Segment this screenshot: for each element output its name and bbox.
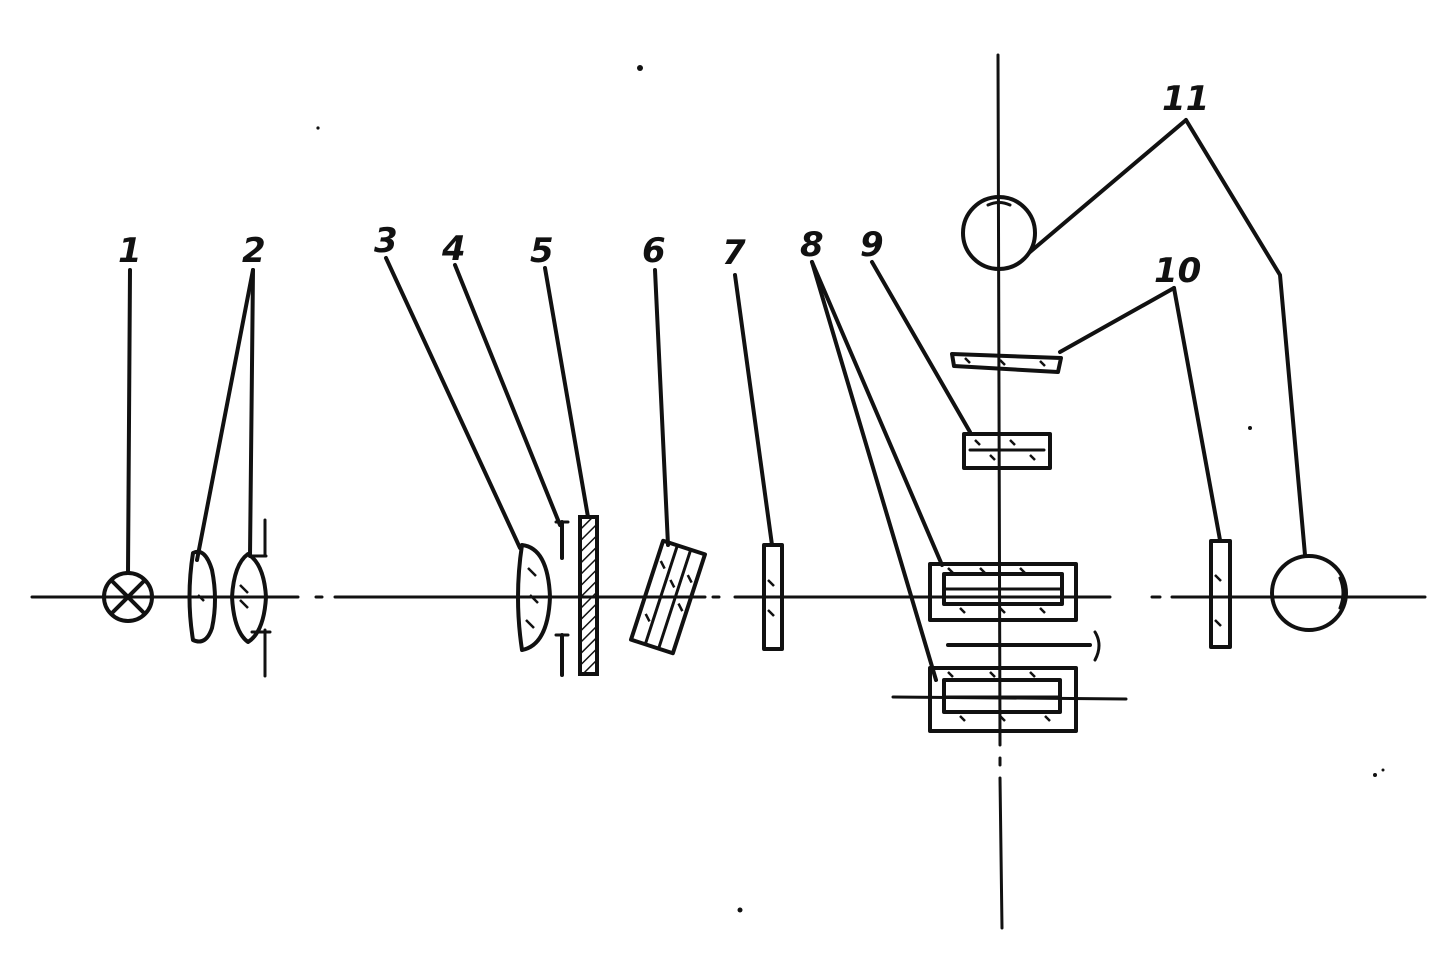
label-6: 6 — [642, 231, 666, 271]
condenser-lenses — [187, 518, 272, 678]
filter-plate-right — [1209, 539, 1232, 649]
label-10: 10 — [1154, 251, 1201, 291]
filter-plate-upper — [950, 352, 1063, 374]
shift-arrow — [946, 630, 1101, 662]
label-8: 8 — [800, 225, 824, 265]
detector-right-icon — [1270, 554, 1348, 632]
tilted-plate-6 — [629, 538, 707, 656]
prism-cell-upper — [928, 562, 1078, 622]
label-5: 5 — [530, 231, 554, 271]
leader-lines — [126, 118, 1307, 682]
label-9: 9 — [860, 225, 884, 265]
paper-specks — [316, 65, 1385, 913]
hatched-plate-5 — [578, 515, 599, 676]
lens-3 — [516, 543, 552, 652]
vertical-axis — [996, 53, 1004, 930]
small-cell-9 — [962, 432, 1052, 470]
prism-cell-lower — [891, 666, 1128, 733]
number-labels: 1 2 3 4 5 6 7 8 9 10 11 — [118, 79, 1209, 291]
label-3: 3 — [374, 221, 398, 261]
label-4: 4 — [441, 229, 466, 269]
label-1: 1 — [118, 231, 142, 271]
label-11: 11 — [1162, 79, 1209, 119]
detector-upper-icon — [961, 195, 1037, 271]
diaphragm-4 — [554, 520, 570, 677]
label-7: 7 — [722, 233, 746, 273]
label-2: 2 — [242, 231, 266, 271]
